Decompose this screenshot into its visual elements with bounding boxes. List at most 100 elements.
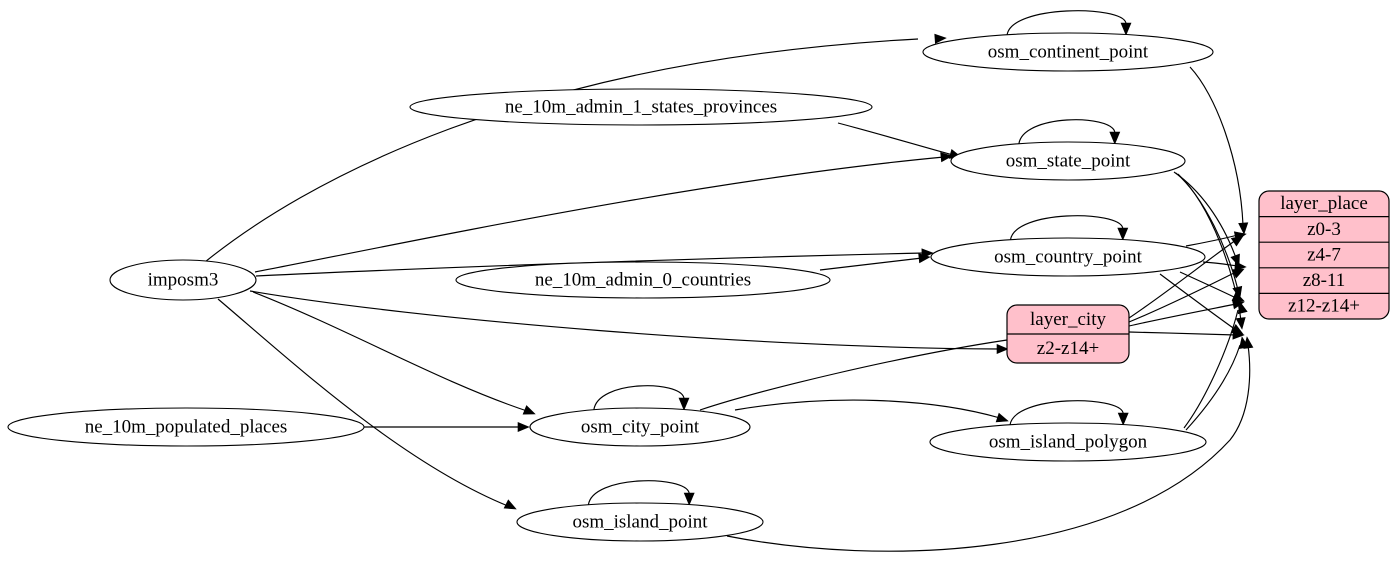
edge-line — [837, 122, 954, 156]
node-shape — [922, 32, 1214, 72]
edge-line — [1185, 234, 1239, 247]
node-shape — [930, 237, 1206, 277]
edge-line — [204, 38, 919, 263]
edge-layer_city-to-osm_city_point — [691, 339, 1008, 421]
edge-line — [1202, 261, 1239, 267]
edge-line — [699, 339, 1008, 411]
self-loop-line — [1006, 10, 1127, 36]
node-shape — [455, 261, 831, 299]
nodes-layer: imposm3 ne_10m_admin_1_states_provincesne… — [7, 32, 1214, 542]
edge-osm_city_point-to-osm_island_polygon — [734, 399, 1009, 423]
edge-line — [1128, 239, 1237, 319]
edge-line — [1179, 271, 1237, 299]
self-loop-arrowhead — [683, 492, 695, 506]
self-loop-line — [1009, 400, 1124, 426]
self-loop-arrowhead — [1120, 22, 1132, 36]
node-imposm3[interactable]: imposm3 — [109, 259, 257, 301]
node-osm_island_point[interactable]: osm_island_point — [516, 502, 764, 542]
edge-line — [1128, 303, 1237, 327]
edge-ne_10m_admin_0_countries-to-osm_country_point — [819, 253, 931, 271]
edge-arrowhead — [1231, 299, 1245, 310]
edge-arrowhead — [996, 343, 1009, 355]
edge-line — [726, 344, 1251, 552]
edge-arrowhead — [940, 152, 953, 163]
edge-line — [1128, 271, 1237, 323]
node-ne_10m_populated_places[interactable]: ne_10m_populated_places — [7, 407, 365, 447]
self-loop-arrowhead — [1117, 227, 1129, 241]
self-loop-arrowhead — [678, 397, 690, 411]
edge-arrowhead — [1231, 268, 1245, 279]
edge-imposm3-to-osm_continent_point — [204, 33, 947, 263]
edge-line — [1159, 273, 1237, 331]
edge-osm_country_point-to-layer_place_z8_11 — [1179, 271, 1245, 302]
edge-line — [1128, 331, 1237, 336]
edge-line — [217, 298, 509, 507]
edge-imposm3-to-osm_state_point — [254, 152, 953, 273]
edge-arrowhead — [1238, 222, 1249, 235]
node-osm_continent_point[interactable]: osm_continent_point — [922, 32, 1214, 72]
edge-osm_island_polygon-to-layer_place_z8_11 — [1183, 301, 1248, 429]
edges-layer — [204, 33, 1254, 552]
node-ne_10m_admin_1_states_provinces[interactable]: ne_10m_admin_1_states_provinces — [409, 88, 873, 126]
self-loop-osm_country_point — [1009, 215, 1129, 241]
edge-line — [1183, 309, 1239, 429]
edge-osm_continent_point-to-layer_place_z0_3 — [1189, 66, 1249, 235]
node-shape — [929, 422, 1207, 462]
edge-ne_10m_populated_places-to-osm_city_point — [364, 421, 530, 433]
self-loop-line — [1018, 119, 1116, 145]
node-ne_10m_admin_0_countries[interactable]: ne_10m_admin_0_countries — [455, 261, 831, 299]
edge-arrowhead — [1230, 235, 1244, 247]
edge-line — [1189, 66, 1244, 226]
edge-arrowhead — [503, 499, 517, 510]
node-osm_country_point[interactable]: osm_country_point — [930, 237, 1206, 277]
self-loop-line — [593, 385, 685, 411]
edge-imposm3-to-osm_city_point — [252, 291, 536, 415]
edge-layer_city-to-layer_place_z12_14 — [1128, 329, 1245, 340]
node-shape — [516, 502, 764, 542]
edge-arrowhead — [918, 253, 931, 264]
edge-osm_island_point-to-layer_place_z12_14 — [726, 336, 1254, 552]
edge-imposm3-to-layer_city — [249, 290, 1009, 355]
edge-arrowhead — [1243, 336, 1254, 349]
self-loop-line — [587, 480, 690, 506]
edge-line — [1173, 171, 1237, 259]
edge-line — [249, 290, 1001, 350]
edge-arrowhead — [1235, 317, 1246, 330]
node-osm_city_point[interactable]: osm_city_point — [529, 407, 751, 447]
node-shape — [409, 88, 873, 126]
record-background — [1258, 190, 1390, 320]
self-loop-osm_continent_point — [1006, 10, 1132, 36]
edge-line — [252, 291, 528, 412]
edge-line — [1175, 172, 1239, 291]
node-osm_island_polygon[interactable]: osm_island_polygon — [929, 422, 1207, 462]
edge-imposm3-to-osm_island_point — [217, 298, 517, 510]
edge-arrowhead — [517, 421, 530, 433]
self-loop-osm_island_point — [587, 480, 695, 506]
edge-arrowhead — [1237, 301, 1248, 315]
edge-line — [1185, 344, 1241, 431]
edge-line — [819, 257, 923, 271]
self-loop-osm_city_point — [593, 385, 690, 411]
node-osm_state_point[interactable]: osm_state_point — [950, 141, 1186, 181]
self-loop-line — [1009, 215, 1124, 241]
edge-layer_city-to-layer_place_z8_11 — [1128, 299, 1245, 327]
node-shape — [109, 259, 257, 301]
self-loop-osm_island_polygon — [1009, 400, 1129, 426]
self-loop-arrowhead — [1117, 412, 1129, 426]
edge-arrowhead — [995, 412, 1009, 423]
edge-osm_island_polygon-to-layer_place_z12_14 — [1185, 336, 1249, 431]
self-loop-arrowhead — [1109, 131, 1121, 145]
edge-layer_city-to-layer_place_z4_7 — [1128, 268, 1245, 323]
node-shape — [529, 407, 751, 447]
node-shape — [7, 407, 365, 447]
edge-arrowhead — [522, 405, 536, 415]
edge-line — [254, 156, 945, 273]
edge-arrowhead — [934, 33, 947, 44]
node-shape — [950, 141, 1186, 181]
edge-line — [734, 399, 1001, 419]
